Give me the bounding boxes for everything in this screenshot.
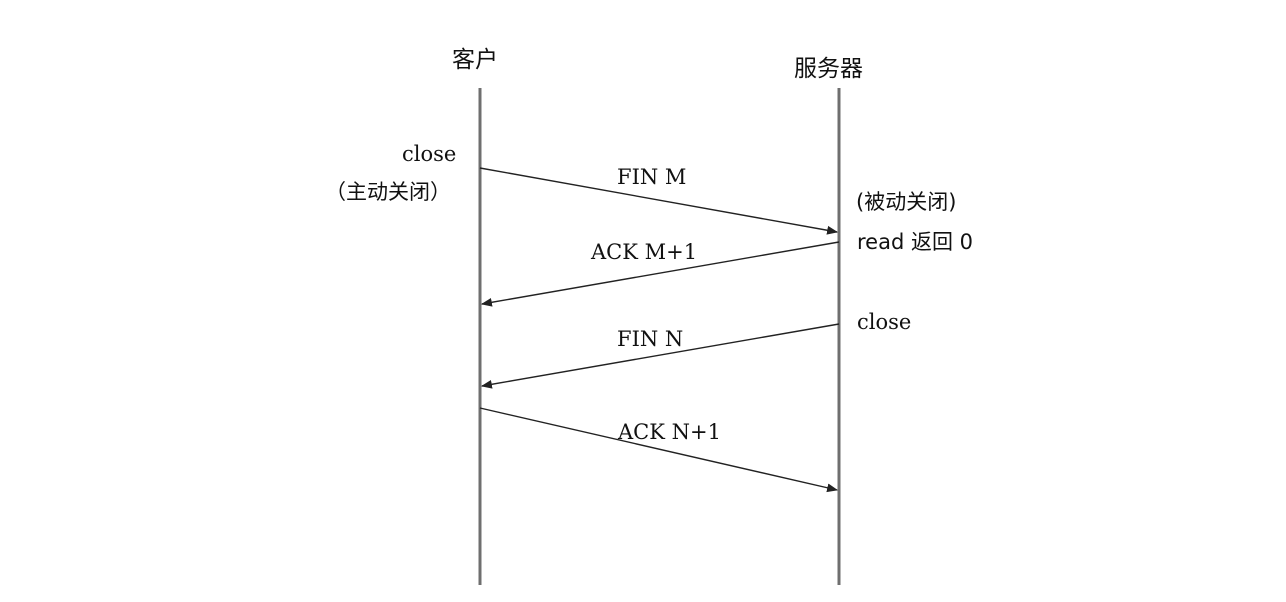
fin-n-arrow (480, 323, 840, 389)
server-passive-close-note: (被动关闭) (856, 190, 956, 214)
fin-n-label: FIN N (617, 327, 683, 351)
fin-m-label: FIN M (617, 165, 686, 189)
ack-m-plus-1-arrow (480, 241, 840, 307)
server-read-returns-zero-note: read 返回 0 (857, 230, 973, 254)
client-active-close-note: （主动关闭） (325, 180, 451, 204)
client-participant-label: 客户 (452, 47, 498, 73)
server-participant-label: 服务器 (794, 56, 863, 82)
fin-m-arrow (479, 167, 839, 235)
client-close-note: close (402, 142, 456, 166)
server-close-note: close (857, 310, 911, 334)
ack-n-plus-1-arrow (479, 407, 839, 493)
ack-m-plus-1-label: ACK M+1 (590, 240, 697, 264)
ack-n-plus-1-label: ACK N+1 (617, 420, 721, 444)
